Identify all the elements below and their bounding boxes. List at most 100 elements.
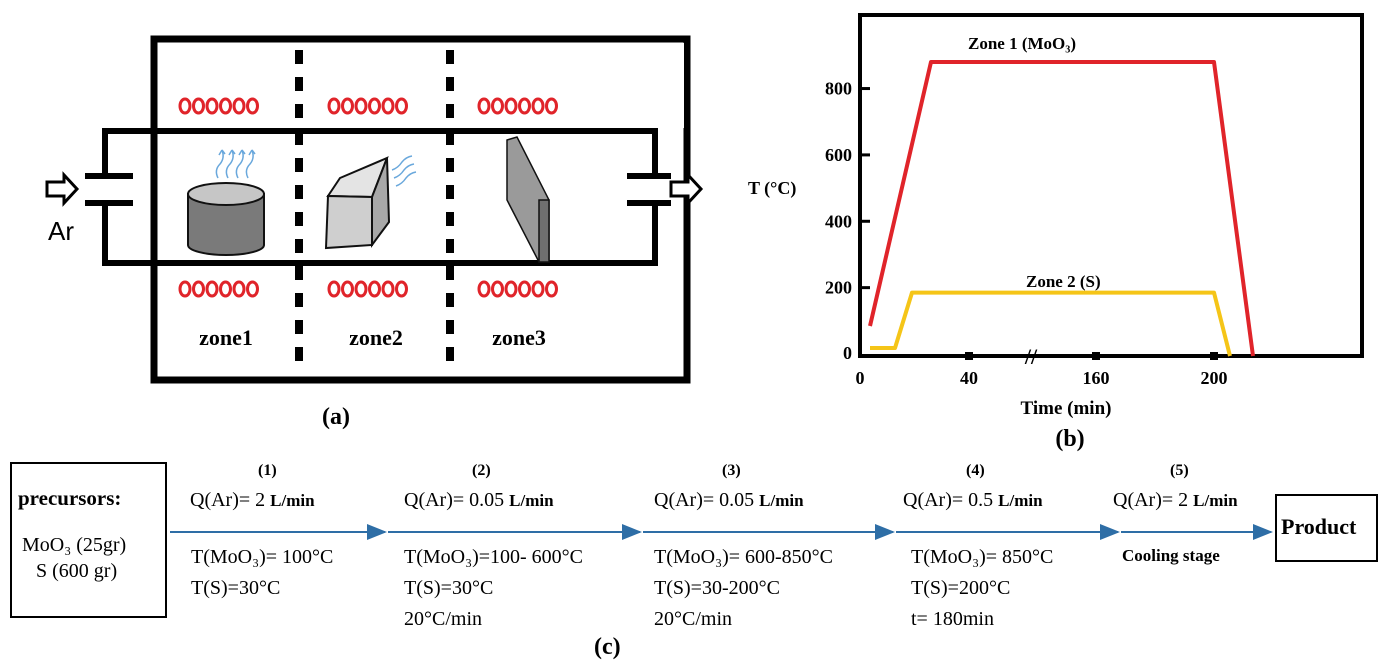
y-tick-label-0: 0	[843, 343, 852, 363]
heater-coil-34	[531, 280, 545, 298]
heater-coil-7	[341, 97, 354, 115]
panel-b-caption: (b)	[1055, 426, 1084, 452]
y-tick-label-600: 600	[825, 145, 852, 165]
step-3-flow-value: Q(Ar)= 0.05	[654, 489, 760, 511]
step-4-flow: Q(Ar)= 0.5 L/min	[903, 489, 1043, 512]
heater-coil-17	[545, 97, 558, 115]
precursors-title: precursors:	[18, 486, 122, 510]
heater-coil-33	[518, 280, 531, 298]
zone1-series-label: Zone 1 (MoO₃)	[968, 34, 1076, 53]
step-5-flow-unit: L/min	[1193, 491, 1238, 510]
step-2-flow-unit: L/min	[509, 491, 554, 510]
inlet-flange-top	[85, 173, 133, 179]
furnace-outer-wall	[150, 35, 691, 384]
x-axis-label: Time (min)	[1021, 398, 1112, 419]
heater-coil-5	[246, 97, 259, 115]
step-2-detail-1: T(MoO₃)=100- 600°C	[404, 546, 584, 568]
heater-coils	[178, 97, 558, 298]
inlet-flange-bottom	[85, 200, 133, 206]
heater-coil-16	[531, 97, 545, 115]
heater-coil-14	[504, 97, 518, 115]
y-tick-label-800: 800	[825, 79, 852, 99]
heater-coil-31	[491, 280, 504, 298]
x-tick-160	[1092, 352, 1100, 360]
outlet-arrow-icon	[669, 171, 704, 207]
zone1-label: zone1	[199, 325, 253, 350]
furnace-diagram: Ar zone1 zone2 zone3 (a)	[45, 35, 704, 384]
heater-coil-4	[232, 97, 246, 115]
step-2-flow-value: Q(Ar)= 0.05	[404, 489, 510, 511]
product-box: Product	[1275, 494, 1378, 562]
step-3-flow-unit: L/min	[759, 491, 804, 510]
step-4-detail-3: t= 180min	[911, 608, 994, 630]
heater-coil-15	[518, 97, 531, 115]
heater-coil-12	[477, 97, 491, 115]
x-tick-200	[1210, 352, 1218, 360]
zone2-label: zone2	[349, 325, 403, 350]
step-1-number: (1)	[258, 462, 277, 479]
heater-coil-19	[192, 280, 205, 298]
heater-coil-28	[381, 280, 395, 298]
outlet-flange-top	[627, 173, 671, 179]
outlet-flange-bottom	[627, 200, 671, 206]
heater-coil-13	[491, 97, 504, 115]
step-5-detail-1: Cooling stage	[1122, 546, 1220, 565]
gas-label: Ar	[48, 216, 74, 246]
step-4-flow-unit: L/min	[998, 491, 1043, 510]
heater-coil-8	[354, 97, 368, 115]
outlet-tube-top	[652, 134, 658, 173]
chart-series	[868, 60, 1255, 357]
heater-coil-0	[178, 97, 192, 115]
step-1-flow-value: Q(Ar)= 2	[190, 489, 271, 511]
y-axis-label: T (°C)	[748, 178, 796, 199]
inlet-arrow-icon	[45, 171, 80, 207]
precursors-box: precursors: MoO₃ (25gr) S (600 gr)	[10, 462, 167, 618]
step-4-flow-value: Q(Ar)= 0.5	[903, 489, 999, 511]
heater-coil-27	[368, 280, 381, 298]
tube-outer-fill-top	[158, 43, 684, 128]
x-tick-label-200: 200	[1201, 368, 1228, 388]
series-line-1	[868, 60, 1255, 357]
heater-coil-30	[477, 280, 491, 298]
heater-coil-23	[246, 280, 259, 298]
heater-coil-1	[192, 97, 205, 115]
step-1-flow-unit: L/min	[270, 491, 315, 510]
step-2-flow: Q(Ar)= 0.05 L/min	[404, 489, 554, 512]
step-2-detail-3: 20°C/min	[404, 608, 483, 630]
heater-coil-22	[232, 280, 246, 298]
x-tick-40	[965, 352, 973, 360]
moo3-crucible-icon	[187, 182, 265, 256]
step-3-detail-1: T(MoO₃)= 600-850°C	[654, 546, 834, 568]
inlet-tube-top	[102, 134, 108, 173]
precursor-moo3: MoO₃ (25gr)	[22, 534, 127, 556]
heater-coil-35	[545, 280, 558, 298]
x-tick-label-160: 160	[1083, 368, 1110, 388]
step-3-number: (3)	[722, 462, 741, 479]
heater-coil-21	[219, 280, 232, 298]
heater-coil-3	[219, 97, 232, 115]
precursor-sulfur: S (600 gr)	[36, 560, 118, 582]
sulfur-boat-icon	[324, 156, 391, 250]
panel-a-caption-text: (a)	[322, 404, 350, 430]
heater-coil-32	[504, 280, 518, 298]
step-2-detail-2: T(S)=30°C	[404, 577, 494, 599]
x-tick-label-0: 0	[856, 368, 865, 388]
y-tick-label-400: 400	[825, 211, 852, 231]
heater-coil-25	[341, 280, 354, 298]
step-4-number: (4)	[966, 462, 985, 479]
step-3-detail-2: T(S)=30-200°C	[654, 577, 780, 599]
vapor-arrows-zone1-icon	[215, 149, 256, 179]
step-5-number: (5)	[1170, 462, 1189, 479]
quartz-tube-bottom-wall	[102, 260, 658, 266]
heater-coil-9	[368, 97, 381, 115]
heater-coil-2	[205, 97, 219, 115]
chart-plot-frame	[858, 13, 1364, 358]
heater-coil-24	[327, 280, 341, 298]
heater-coil-11	[395, 97, 408, 115]
step-4-detail-2: T(S)=200°C	[911, 577, 1011, 599]
step-1-detail-2: T(S)=30°C	[191, 577, 281, 599]
inlet-tube-bottom	[102, 206, 108, 262]
step-1-flow: Q(Ar)= 2 L/min	[190, 489, 315, 512]
